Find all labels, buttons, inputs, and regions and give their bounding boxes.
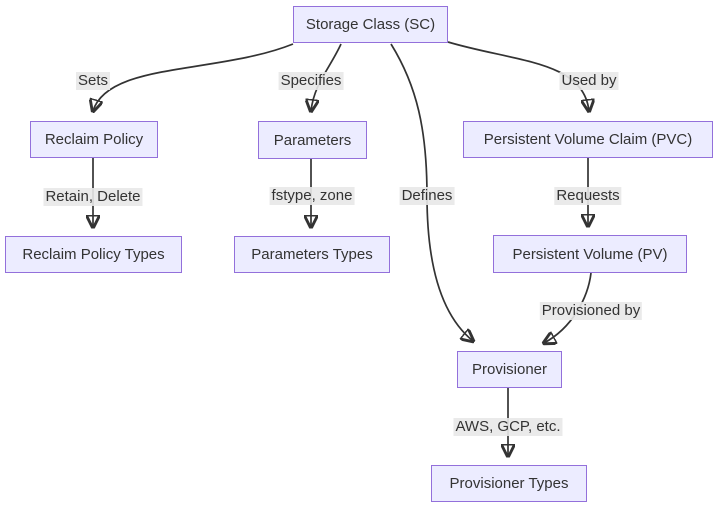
- edge-sc-pvc: [447, 41, 589, 111]
- edge-label-sets: Sets: [75, 72, 111, 90]
- edge-label-defines: Defines: [399, 187, 455, 205]
- node-storage-class: Storage Class (SC): [293, 6, 448, 43]
- node-provisioner: Provisioner: [457, 351, 562, 388]
- edge-label-fstype-zone: fstype, zone: [269, 187, 355, 205]
- node-parameters: Parameters: [258, 121, 367, 159]
- node-provisioner-types: Provisioner Types: [431, 465, 587, 502]
- node-persistent-volume-claim: Persistent Volume Claim (PVC): [463, 121, 713, 158]
- edge-label-requests: Requests: [554, 187, 622, 205]
- edge-sc-reclaim-policy: [93, 43, 294, 111]
- edge-label-specifies: Specifies: [278, 72, 344, 90]
- node-parameters-types: Parameters Types: [234, 236, 390, 273]
- edge-label-provisioned-by: Provisioned by: [539, 302, 643, 320]
- edge-label-used-by: Used by: [559, 72, 619, 90]
- edge-label-aws-gcp-etc: AWS, GCP, etc.: [453, 418, 563, 436]
- node-persistent-volume: Persistent Volume (PV): [493, 235, 687, 273]
- node-reclaim-policy: Reclaim Policy: [30, 121, 158, 158]
- node-reclaim-policy-types: Reclaim Policy Types: [5, 236, 182, 273]
- edge-label-retain-delete: Retain, Delete: [43, 188, 143, 206]
